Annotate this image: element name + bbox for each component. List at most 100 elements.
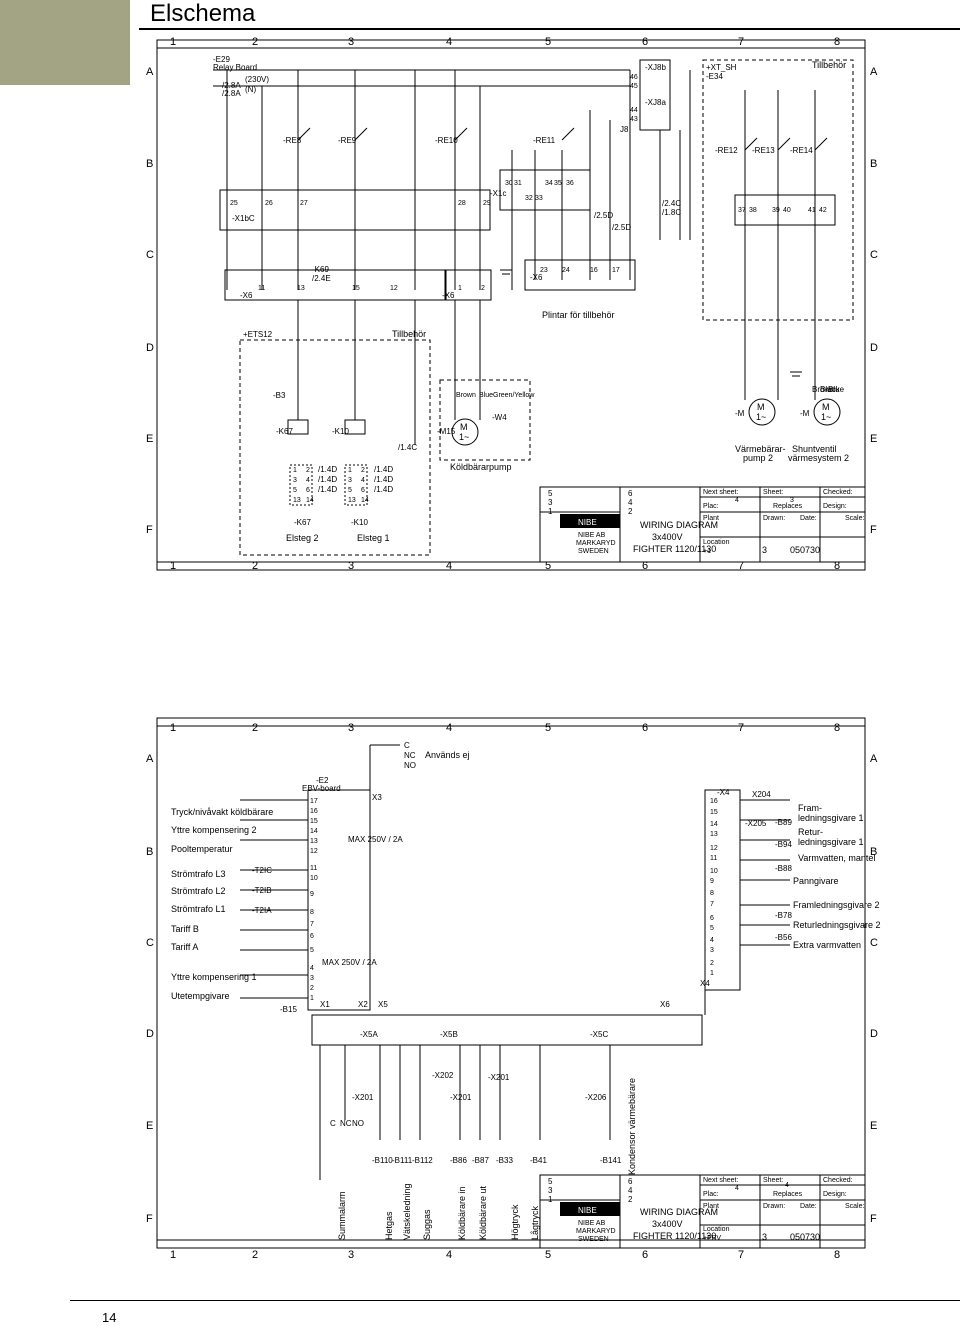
row-label: F xyxy=(146,524,153,536)
pin-label: 16 xyxy=(710,798,718,805)
bottom-sensor: -B87 xyxy=(472,1156,489,1165)
input-label: Utetempgivare xyxy=(171,991,230,1001)
pin-label: 45 xyxy=(630,83,638,90)
diagram1-frame xyxy=(156,39,866,571)
page-title: Elschema xyxy=(150,0,256,27)
sensor-label: Framledningsgivare 2 xyxy=(793,900,880,910)
wire-color: Blue xyxy=(479,392,493,399)
tb-field: Replaces xyxy=(773,1191,803,1198)
ref-label: /1.4C xyxy=(398,443,417,452)
sensor-id: -B88 xyxy=(775,864,792,873)
diagram-title: WIRING DIAGRAM xyxy=(640,1207,718,1217)
row-label: A xyxy=(146,753,154,765)
contact-num: 14 xyxy=(361,497,369,504)
tb-field: Location xyxy=(703,539,730,546)
relay-label: -RE11 xyxy=(533,136,556,145)
diagram-title: 3x400V xyxy=(652,532,683,542)
row-label: B xyxy=(870,846,877,858)
bottom-label: Lågtryck xyxy=(530,1205,540,1240)
xt-label: -E34 xyxy=(706,72,723,81)
contact-num: 1 xyxy=(348,467,352,474)
input-label: Tariff B xyxy=(171,924,199,934)
tb-field: Location xyxy=(703,1226,730,1233)
rev-num: 5 xyxy=(548,1177,553,1186)
bottom-relay: NO xyxy=(352,1119,364,1128)
pin-label: 29 xyxy=(483,200,491,207)
col-label: 3 xyxy=(348,1249,354,1261)
tb-drawing-no: 050730 xyxy=(790,545,820,555)
col-label: 3 xyxy=(348,722,354,734)
page-number: 14 xyxy=(102,1310,117,1325)
rev-num: 1 xyxy=(548,1195,553,1204)
bottom-x: -X201 xyxy=(450,1093,472,1102)
sensor-id: -B89 xyxy=(775,818,792,827)
bottom-label: Kondensor värmebärare xyxy=(627,1078,637,1175)
contact-num: 6 xyxy=(306,487,310,494)
col-label: 8 xyxy=(834,36,840,48)
accessories-label: Tillbehör xyxy=(812,60,846,70)
sensor-label: Fram- xyxy=(798,803,822,813)
tb-field: Checked: xyxy=(823,1177,853,1184)
relay-contact: NO xyxy=(404,761,416,770)
relay-label: -RE8 xyxy=(283,136,302,145)
shunt-label: Shuntventil xyxy=(792,444,837,454)
col-label: 1 xyxy=(170,722,176,734)
col-label: 8 xyxy=(834,560,840,572)
bottom-sensor: -B33 xyxy=(496,1156,513,1165)
nibe-logo xyxy=(560,1202,620,1216)
contact-num: 13 xyxy=(348,497,356,504)
tb-field: Plac: xyxy=(703,1191,719,1198)
pin-label: 38 xyxy=(749,207,757,214)
sensor-label: Retur- xyxy=(798,827,823,837)
contact-num: 4 xyxy=(306,477,310,484)
sensor-label: Varmvatten, mantel xyxy=(798,853,875,863)
contact-num: 5 xyxy=(348,487,352,494)
contact-ref: /1.4D xyxy=(374,465,393,474)
pin-label: 5 xyxy=(310,947,314,954)
bottom-x: -X202 xyxy=(432,1071,454,1080)
tb-field: Design: xyxy=(823,1191,847,1198)
terminal-label: -X6 xyxy=(442,291,455,300)
contact-num: 2 xyxy=(361,467,365,474)
tb-field: Scale: xyxy=(845,1203,865,1210)
tb-field: Checked: xyxy=(823,489,853,496)
diagram-title: FIGHTER 1120/1130 xyxy=(633,544,716,554)
relay-contact: NC xyxy=(404,751,416,760)
input-label: Pooltemperatur xyxy=(171,844,233,854)
contact-num: 4 xyxy=(361,477,365,484)
tb-field: 4 xyxy=(735,1185,739,1192)
row-label: C xyxy=(870,249,878,261)
col-label: 3 xyxy=(348,560,354,572)
title-rule xyxy=(139,28,960,30)
pin-label: 25 xyxy=(230,200,238,207)
pin-label: 15 xyxy=(352,285,360,292)
pin-label: 6 xyxy=(710,915,714,922)
pin-label: 33 xyxy=(535,195,543,202)
motor-symbol: 1~ xyxy=(756,412,766,422)
col-label: 7 xyxy=(738,722,744,734)
xj-label: J8 xyxy=(620,125,629,134)
contact-num: 1 xyxy=(293,467,297,474)
row-label: B xyxy=(870,158,877,170)
company-line: MARKARYD xyxy=(576,540,616,547)
pin-label: 1 xyxy=(710,970,714,977)
input-label: Tryck/nivåvakt köldbärare xyxy=(171,807,273,817)
logo-text: NIBE xyxy=(578,518,597,527)
pin-label: 13 xyxy=(310,838,318,845)
pin-label: 1 xyxy=(458,285,462,292)
col-label: 2 xyxy=(252,722,258,734)
pin-label: 7 xyxy=(710,901,714,908)
row-label: A xyxy=(146,66,154,78)
row-label: C xyxy=(870,937,878,949)
company-line: SWEDEN xyxy=(578,1236,609,1243)
ets-label: +ETS12 xyxy=(243,330,273,339)
pin-label: 9 xyxy=(310,891,314,898)
relay-board-label: Relay Board xyxy=(213,63,257,72)
tb-field: Plant xyxy=(703,515,719,522)
col-label: 7 xyxy=(738,1249,744,1261)
supply-label: /2.8A xyxy=(222,81,241,90)
x4-label: X204 xyxy=(752,790,771,799)
pin-label: 17 xyxy=(612,267,620,274)
pin-label: 35 xyxy=(554,180,562,187)
